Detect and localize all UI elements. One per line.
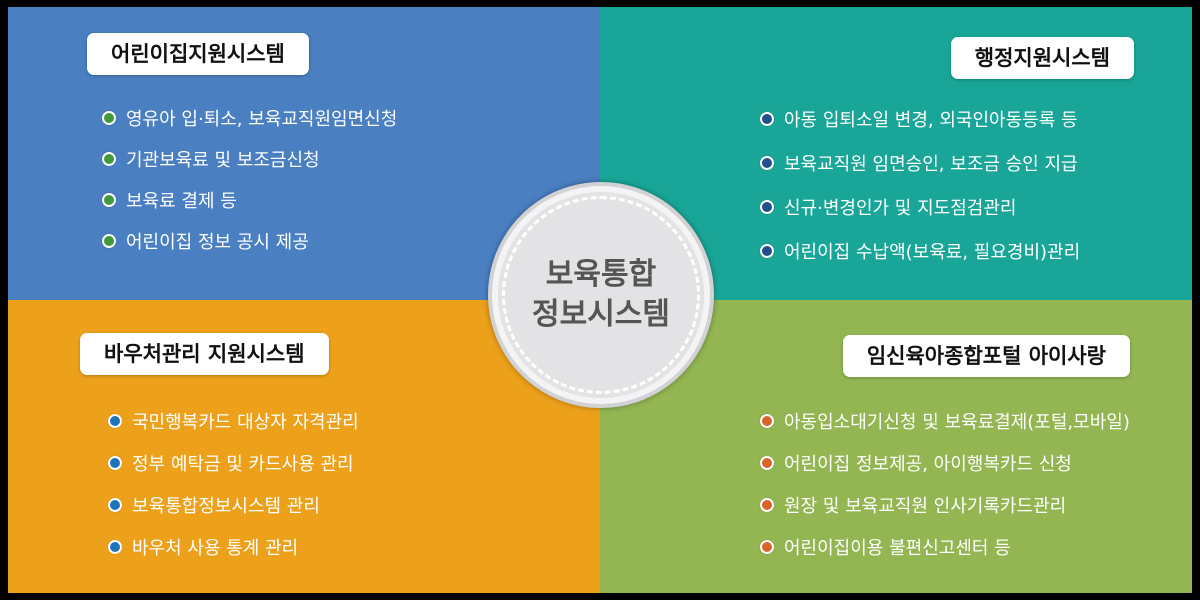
item-text: 원장 및 보육교직원 인사기록카드관리 xyxy=(784,496,1067,517)
quadrant-title: 어린이집지원시스템 xyxy=(87,33,309,75)
quadrant-top-left: 어린이집지원시스템 영유아 입·퇴소, 보육교직원임면신청 기관보육료 및 보조… xyxy=(8,7,600,300)
bullet-icon xyxy=(108,456,122,470)
item-list: 아동입소대기신청 및 보육료결제(포털,모바일) 어린이집 정보제공, 아이행복… xyxy=(760,400,1130,568)
list-item: 어린이집 정보 공시 제공 xyxy=(102,220,397,261)
quadrant-title: 바우처관리 지원시스템 xyxy=(80,333,329,375)
list-item: 보육통합정보시스템 관리 xyxy=(108,484,359,526)
center-circle: 보육통합 정보시스템 xyxy=(488,182,714,408)
bullet-icon xyxy=(108,414,122,428)
center-title-line-2: 정보시스템 xyxy=(532,297,670,332)
list-item: 원장 및 보육교직원 인사기록카드관리 xyxy=(760,484,1130,526)
bullet-icon xyxy=(102,233,116,248)
quadrant-title: 임신육아종합포털 아이사랑 xyxy=(842,335,1130,377)
bullet-icon xyxy=(108,540,122,554)
bullet-icon xyxy=(760,414,774,428)
bullet-icon xyxy=(760,456,774,470)
item-text: 보육료 결제 등 xyxy=(126,190,237,212)
list-item: 어린이집 정보제공, 아이행복카드 신청 xyxy=(760,442,1130,484)
bullet-icon xyxy=(102,192,116,207)
item-text: 기관보육료 및 보조금신청 xyxy=(126,149,320,171)
bullet-icon xyxy=(102,110,116,125)
bullet-icon xyxy=(760,156,774,170)
bullet-icon xyxy=(760,498,774,512)
list-item: 국민행복카드 대상자 자격관리 xyxy=(108,400,359,442)
item-list: 국민행복카드 대상자 자격관리 정부 예탁금 및 카드사용 관리 보육통합정보시… xyxy=(108,400,359,568)
bullet-icon xyxy=(760,112,774,126)
quadrant-title: 행정지원시스템 xyxy=(950,37,1134,79)
diagram-frame: 어린이집지원시스템 영유아 입·퇴소, 보육교직원임면신청 기관보육료 및 보조… xyxy=(8,7,1192,593)
bullet-icon xyxy=(760,244,774,258)
item-text: 정부 예탁금 및 카드사용 관리 xyxy=(132,454,354,475)
item-text: 바우처 사용 통계 관리 xyxy=(132,538,299,559)
bullet-icon xyxy=(108,498,122,512)
bullet-icon xyxy=(102,151,116,166)
list-item: 영유아 입·퇴소, 보육교직원임면신청 xyxy=(102,97,397,138)
list-item: 신규·변경인가 및 지도점검관리 xyxy=(760,185,1080,229)
item-text: 신규·변경인가 및 지도점검관리 xyxy=(784,198,1017,219)
bullet-icon xyxy=(760,200,774,214)
list-item: 아동입소대기신청 및 보육료결제(포털,모바일) xyxy=(760,400,1130,442)
item-text: 영유아 입·퇴소, 보육교직원임면신청 xyxy=(126,108,398,130)
item-text: 어린이집 정보 공시 제공 xyxy=(126,231,309,253)
list-item: 보육료 결제 등 xyxy=(102,179,397,220)
list-item: 바우처 사용 통계 관리 xyxy=(108,526,359,568)
item-text: 보육통합정보시스템 관리 xyxy=(132,496,320,517)
bullet-icon xyxy=(760,540,774,554)
item-text: 국민행복카드 대상자 자격관리 xyxy=(132,412,359,433)
center-title-line-1: 보육통합 xyxy=(545,257,657,292)
item-text: 아동 입퇴소일 변경, 외국인아동등록 등 xyxy=(784,110,1078,131)
item-list: 영유아 입·퇴소, 보육교직원임면신청 기관보육료 및 보조금신청 보육료 결제… xyxy=(102,97,397,261)
item-text: 보육교직원 임면승인, 보조금 승인 지급 xyxy=(784,154,1078,175)
list-item: 정부 예탁금 및 카드사용 관리 xyxy=(108,442,359,484)
list-item: 어린이집이용 불편신고센터 등 xyxy=(760,526,1130,568)
item-text: 어린이집 정보제공, 아이행복카드 신청 xyxy=(784,454,1072,475)
list-item: 어린이집 수납액(보육료, 필요경비)관리 xyxy=(760,229,1080,273)
item-list: 아동 입퇴소일 변경, 외국인아동등록 등 보육교직원 임면승인, 보조금 승인… xyxy=(760,97,1080,273)
list-item: 아동 입퇴소일 변경, 외국인아동등록 등 xyxy=(760,97,1080,141)
list-item: 기관보육료 및 보조금신청 xyxy=(102,138,397,179)
list-item: 보육교직원 임면승인, 보조금 승인 지급 xyxy=(760,141,1080,185)
item-text: 어린이집이용 불편신고센터 등 xyxy=(784,538,1011,559)
item-text: 어린이집 수납액(보육료, 필요경비)관리 xyxy=(784,242,1081,263)
item-text: 아동입소대기신청 및 보육료결제(포털,모바일) xyxy=(784,412,1130,433)
